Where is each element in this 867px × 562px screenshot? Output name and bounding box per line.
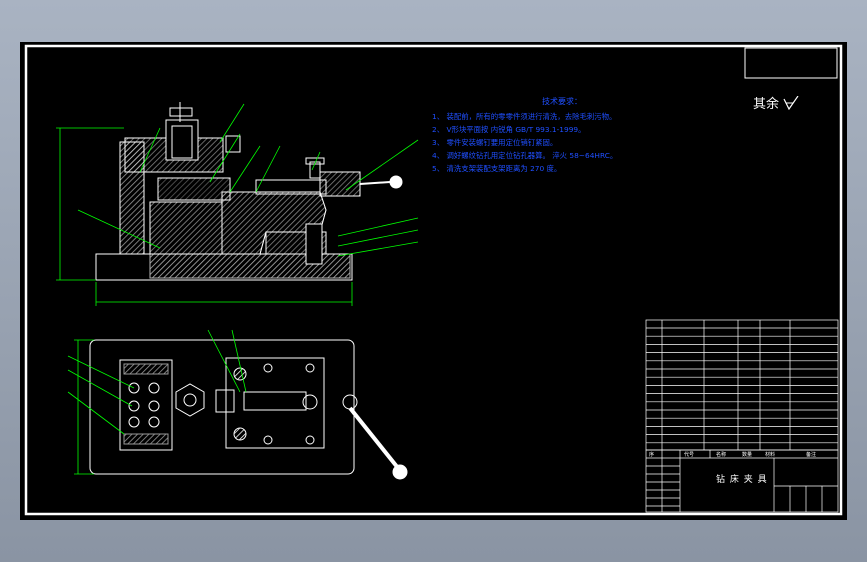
tb-header-material: 材料 (765, 451, 775, 458)
front-view (95, 102, 403, 281)
top-dimensions (67, 329, 247, 475)
top-view (89, 339, 408, 480)
tb-header-name: 名称 (716, 451, 726, 458)
note-item-2: 2、 V形块平面按 内锐角 GB/T 993.1-1999。 (432, 125, 586, 134)
tb-header-code: 代号 (684, 451, 694, 458)
note-item-3: 3、 零件安装螺钉要用定位销钉紧固。 (432, 138, 558, 147)
note-item-5: 5、 清洗支架装配支架距离为 270 度。 (432, 164, 562, 173)
front-dimensions (56, 103, 419, 306)
cad-viewport[interactable]: 序 代号 名称 数量 材料 备注 钻 床 夹 具 技术要求： 1、 装配前，所有… (20, 42, 847, 520)
drawing-canvas: 序 代号 名称 数量 材料 备注 钻 床 夹 具 (24, 44, 843, 516)
tb-header-remark: 备注 (806, 451, 816, 458)
title-block (645, 449, 839, 513)
roughness-note: 其余 (753, 93, 799, 112)
technical-notes: 技术要求： 1、 装配前，所有的零零件须进行清洗，去除毛刺污物。 2、 V形块平… (432, 95, 692, 175)
drawing-name: 钻 床 夹 具 (716, 473, 768, 485)
roughness-label: 其余 (753, 97, 780, 112)
title-block-text: 序 代号 名称 数量 材料 备注 钻 床 夹 具 (649, 451, 816, 485)
tb-header-seq: 序 (649, 451, 654, 458)
outer-frame (24, 44, 843, 516)
parts-list (645, 319, 839, 451)
roughness-symbol-icon (783, 95, 799, 111)
tb-header-qty: 数量 (742, 451, 752, 458)
note-item-1: 1、 装配前，所有的零零件须进行清洗，去除毛刺污物。 (432, 112, 617, 121)
notes-title: 技术要求： (542, 97, 582, 106)
note-item-4: 4、 调好螺纹钻孔用定位钻孔器算。 淬火 58~64HRC。 (432, 151, 618, 160)
corner-box (744, 47, 838, 79)
